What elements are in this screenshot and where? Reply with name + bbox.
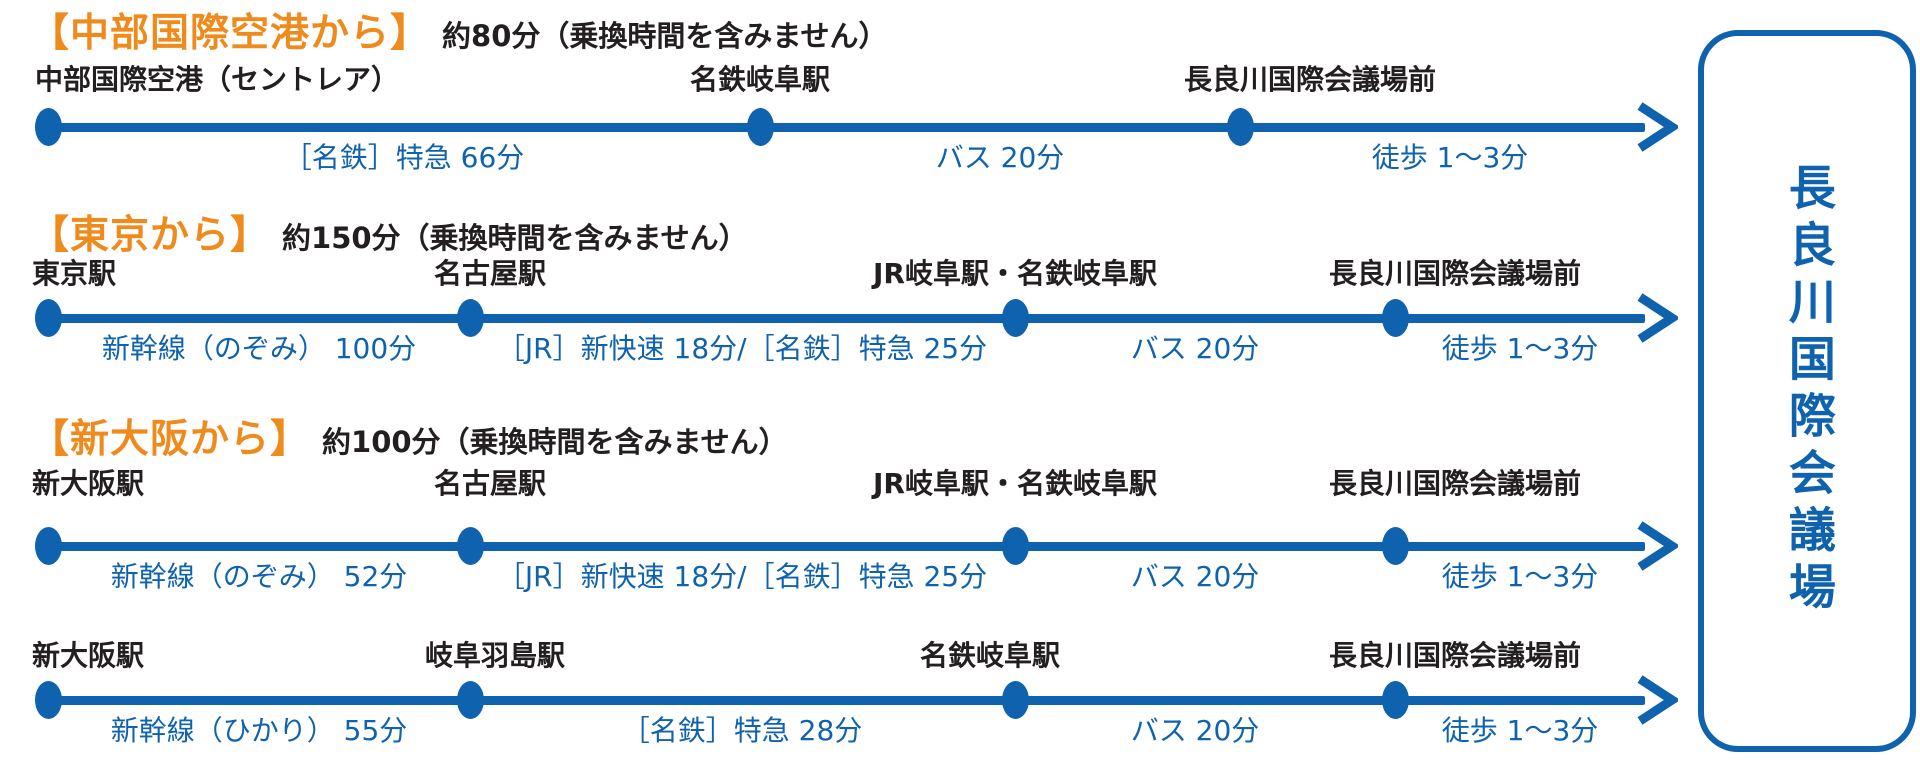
station-label: 岐阜羽島駅	[424, 639, 566, 672]
timeline-bar	[48, 123, 1645, 132]
segment-label: バス 20分	[1130, 560, 1260, 593]
segment-label: 新幹線（ひかり） 55分	[110, 714, 408, 747]
segment-label: ［名鉄］特急 66分	[283, 141, 525, 174]
station-label: 長良川国際会議場前	[1183, 63, 1437, 96]
route-header-shin-osaka: 【新大阪から】 約100分（乗換時間を含みません）	[30, 408, 788, 464]
segment-label: 徒歩 1～3分	[1441, 332, 1599, 365]
station-dot	[1002, 681, 1029, 719]
station-dot	[457, 299, 484, 337]
route-duration-note: 約80分（乗換時間を含みません）	[442, 19, 888, 53]
station-dot	[1227, 108, 1254, 146]
segment-label: 徒歩 1～3分	[1371, 141, 1529, 174]
station-label: 長良川国際会議場前	[1328, 639, 1582, 672]
segment-label: ［JR］新快速 18分/［名鉄］特急 25分	[496, 332, 988, 365]
timeline-bar	[48, 542, 1645, 551]
segment-label: 徒歩 1～3分	[1441, 560, 1599, 593]
station-label: 新大阪駅	[32, 639, 145, 672]
station-dot	[35, 299, 62, 337]
destination-label: 長良川国際会議場	[1779, 163, 1835, 619]
route-duration-note: 約150分（乗換時間を含みません）	[282, 221, 748, 255]
station-label: 長良川国際会議場前	[1328, 257, 1582, 290]
segment-label: 徒歩 1～3分	[1441, 714, 1599, 747]
station-label: 長良川国際会議場前	[1328, 467, 1582, 500]
arrowhead-icon	[1637, 293, 1678, 343]
station-label: 名鉄岐阜駅	[689, 63, 831, 96]
station-dot	[1002, 527, 1029, 565]
segment-label: バス 20分	[1130, 332, 1260, 365]
route-duration-note: 約100分（乗換時間を含みません）	[322, 425, 788, 459]
route-origin-label: 【中部国際空港から】	[30, 11, 431, 56]
station-dot	[35, 527, 62, 565]
route-header-chubu: 【中部国際空港から】 約80分（乗換時間を含みません）	[30, 2, 888, 58]
arrowhead-icon	[1637, 675, 1678, 725]
station-dot	[35, 681, 62, 719]
station-dot	[1382, 681, 1409, 719]
route-header-tokyo: 【東京から】 約150分（乗換時間を含みません）	[30, 204, 748, 260]
station-label: JR岐阜駅・名鉄岐阜駅	[873, 467, 1157, 500]
timeline-bar	[48, 314, 1645, 323]
station-label: JR岐阜駅・名鉄岐阜駅	[873, 257, 1157, 290]
station-dot	[1002, 299, 1029, 337]
segment-label: ［JR］新快速 18分/［名鉄］特急 25分	[496, 560, 988, 593]
route-origin-label: 【新大阪から】	[30, 417, 311, 462]
segment-label: ［名鉄］特急 28分	[621, 714, 863, 747]
station-label: 名鉄岐阜駅	[919, 639, 1061, 672]
station-dot	[747, 108, 774, 146]
station-label: 新大阪駅	[32, 467, 145, 500]
station-label: 中部国際空港（セントレア）	[35, 63, 400, 96]
station-label: 東京駅	[32, 257, 117, 290]
station-dot	[457, 681, 484, 719]
segment-label: バス 20分	[935, 141, 1065, 174]
station-dot	[35, 108, 62, 146]
timeline-bar	[48, 696, 1645, 705]
segment-label: バス 20分	[1130, 714, 1260, 747]
station-dot	[1382, 527, 1409, 565]
segment-label: 新幹線（のぞみ） 100分	[101, 332, 417, 365]
station-label: 名古屋駅	[433, 257, 547, 290]
station-dot	[457, 527, 484, 565]
route-origin-label: 【東京から】	[30, 213, 271, 258]
station-label: 名古屋駅	[433, 467, 547, 500]
destination-box: 長良川国際会議場	[1698, 30, 1916, 752]
station-dot	[1382, 299, 1409, 337]
arrowhead-icon	[1637, 521, 1678, 571]
segment-label: 新幹線（のぞみ） 52分	[110, 560, 408, 593]
arrowhead-icon	[1637, 102, 1678, 152]
